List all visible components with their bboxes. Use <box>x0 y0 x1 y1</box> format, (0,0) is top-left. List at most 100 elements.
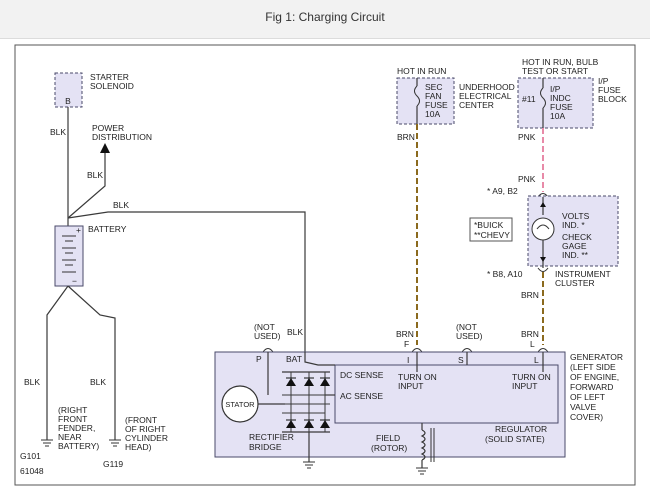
starter-label-2: SOLENOID <box>90 81 134 91</box>
underhood-label-1: UNDERHOOD <box>459 82 515 92</box>
wire-label-blk-3: BLK <box>113 200 129 210</box>
connector-f <box>411 348 423 353</box>
starter-label-1: STARTER <box>90 72 129 82</box>
ground-symbol-field <box>416 467 428 475</box>
figure-header: Fig 1: Charging Circuit <box>0 0 650 39</box>
connector-s <box>461 348 473 353</box>
starter-solenoid <box>54 72 83 108</box>
g119-desc-1: (FRONT <box>125 415 157 425</box>
g101-desc-2: FRONT <box>58 414 87 424</box>
terminal-i: I <box>407 355 409 365</box>
check-gage-lamp <box>531 217 555 241</box>
ac-sense-label: AC SENSE <box>340 391 383 401</box>
g119-desc-2: OF RIGHT <box>125 424 166 434</box>
wire-label-blk-left-2: BLK <box>90 377 106 387</box>
ip-fuse-label-4: 10A <box>550 111 565 121</box>
sec-fan-fuse-symbol <box>414 85 420 107</box>
turn-on-input-2-l1: TURN ON <box>512 372 551 382</box>
check-gage-label-1: CHECK <box>562 232 592 242</box>
generator-label-4: FORWARD <box>570 382 613 392</box>
connector-l <box>537 348 549 353</box>
regulator-label-1: REGULATOR <box>495 424 547 434</box>
terminal-p: P <box>256 354 262 364</box>
power-distribution-arrow <box>100 143 110 153</box>
connector-b8-a10-symbol <box>537 267 549 272</box>
hot-in-run-label: HOT IN RUN <box>397 66 446 76</box>
wire-label-brn-1: BRN <box>397 132 415 142</box>
wire-label-blk-1: BLK <box>50 127 66 137</box>
fuse-11-label: #11 <box>522 94 536 104</box>
g119-label: G119 <box>103 459 123 469</box>
power-label-1: POWER <box>92 123 124 133</box>
terminal-l: L <box>534 355 539 365</box>
check-gage-label-3: IND. ** <box>562 250 589 260</box>
g101-label: G101 <box>20 451 41 461</box>
generator-label-5: OF LEFT <box>570 392 605 402</box>
generator-label-6: VALVE <box>570 402 596 412</box>
underhood-label-2: ELECTRICAL <box>459 91 512 101</box>
instrument-cluster-label-2: CLUSTER <box>555 278 595 288</box>
wire-dc-sense <box>304 352 335 366</box>
ground-symbol-rectifier <box>303 461 315 469</box>
turn-on-input-1-l2: INPUT <box>398 381 424 391</box>
terminal-l-conn-label: L <box>530 339 535 349</box>
battery-minus: − <box>72 276 77 286</box>
starter-b-label: B <box>65 96 71 106</box>
turn-on-input-2-l2: INPUT <box>512 381 538 391</box>
ip-fuse-block <box>517 77 594 129</box>
underhood-label-3: CENTER <box>459 100 494 110</box>
rectifier-bridge <box>282 371 330 433</box>
sec-fuse-label-1: SEC <box>425 82 442 92</box>
not-used-p-2: USED) <box>254 331 281 341</box>
g101-desc-1: (RIGHT <box>58 405 87 415</box>
generator-label-3: OF ENGINE, <box>570 372 619 382</box>
rectifier-label-1: RECTIFIER <box>249 432 294 442</box>
figure-number: 61048 <box>20 466 44 476</box>
diagram-frame <box>14 44 636 486</box>
regulator-label-2: (SOLID STATE) <box>485 434 545 444</box>
ip-fuse-label-3: FUSE <box>550 102 573 112</box>
g101-desc-3: FENDER, <box>58 423 95 433</box>
battery <box>54 225 84 287</box>
ip-block-label-3: BLOCK <box>598 94 627 104</box>
terminal-bat: BAT <box>286 354 302 364</box>
wire-label-brn-f: BRN <box>396 329 414 339</box>
hot-bulb-label-1: HOT IN RUN, BULB <box>522 57 599 67</box>
generator-label-1: GENERATOR <box>570 352 623 362</box>
battery-label: BATTERY <box>88 224 127 234</box>
cluster-arrow-top <box>540 202 546 207</box>
volts-ind-label-1: VOLTS <box>562 211 590 221</box>
ip-indc-fuse-symbol <box>540 87 546 109</box>
instrument-cluster-label-1: INSTRUMENT <box>555 269 611 279</box>
field-rotor-coil <box>420 429 426 461</box>
generator-label-2: (LEFT SIDE <box>570 362 616 372</box>
make-legend-box <box>469 217 513 242</box>
ip-fuse-label-1: I/P <box>550 84 561 94</box>
connector-p <box>262 348 274 353</box>
ground-symbol-g119 <box>109 439 121 447</box>
wire-label-blk-left-1: BLK <box>24 377 40 387</box>
ground-symbol-g101 <box>41 439 53 447</box>
terminal-f-label: F <box>404 339 409 349</box>
hot-bulb-label-2: TEST OR START <box>522 66 588 76</box>
sec-fuse-label-4: 10A <box>425 109 440 119</box>
turn-on-input-1-l1: TURN ON <box>398 372 437 382</box>
not-used-s-1: (NOT <box>456 322 477 332</box>
underhood-electrical-center <box>396 77 455 125</box>
wire-label-blk-bat: BLK <box>287 327 303 337</box>
ip-fuse-label-2: INDC <box>550 93 571 103</box>
g119-desc-4: HEAD) <box>125 442 152 452</box>
rectifier-label-2: BRIDGE <box>249 442 282 452</box>
generator-label-7: COVER) <box>570 412 603 422</box>
sec-fuse-label-2: FAN <box>425 91 442 101</box>
wire-ground-g119 <box>67 285 116 440</box>
legend-buick: *BUICK <box>474 220 504 230</box>
battery-plus: + <box>76 225 81 235</box>
wire-label-blk-2: BLK <box>87 170 103 180</box>
g119-desc-3: CYLINDER <box>125 433 168 443</box>
check-gage-label-2: GAGE <box>562 241 587 251</box>
wire-label-brn-2: BRN <box>521 290 539 300</box>
terminal-s: S <box>458 355 464 365</box>
wire-label-brn-l: BRN <box>521 329 539 339</box>
